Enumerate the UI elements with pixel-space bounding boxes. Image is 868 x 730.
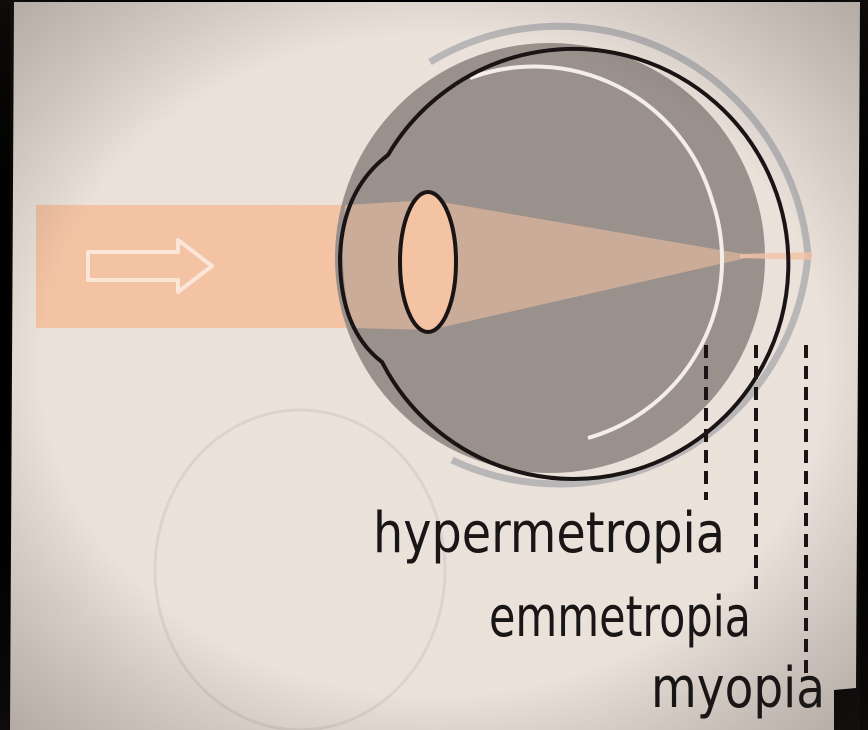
lens — [400, 192, 456, 332]
label-myopia: myopia — [651, 656, 825, 721]
label-hypermetropia: hypermetropia — [373, 501, 725, 566]
light-beam — [36, 205, 360, 328]
label-emmetropia: emmetropia — [489, 585, 751, 650]
